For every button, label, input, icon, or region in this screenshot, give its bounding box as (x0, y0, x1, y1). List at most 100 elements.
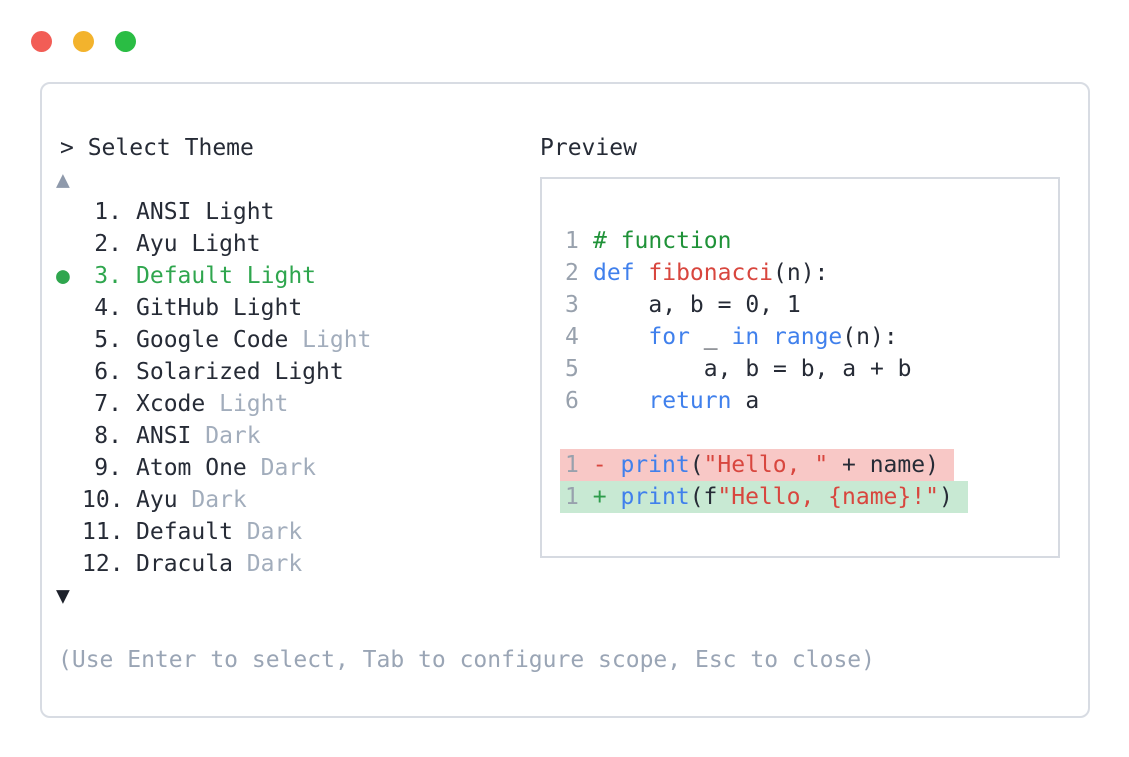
code-text: a, b = b, a + b (593, 353, 912, 385)
code-line: 2 def fibonacci(n): (565, 257, 1058, 289)
theme-option-4[interactable]: 4. GitHub Light (56, 292, 875, 324)
theme-list-column: > Select Theme ▲ 1. ANSI Light 2. Ayu Li… (56, 132, 875, 676)
minimize-button[interactable] (73, 31, 94, 52)
item-number: 9. (94, 455, 122, 481)
item-marker (56, 388, 82, 420)
code-line: 5 a, b = b, a + b (565, 353, 1058, 385)
code-text: a, b = 0, 1 (593, 289, 801, 321)
code-token: ) (938, 484, 953, 510)
item-marker (56, 420, 82, 452)
line-number: 1 (565, 452, 579, 478)
code-text: def fibonacci(n): (593, 257, 828, 289)
code-text: return a (593, 385, 759, 417)
scroll-down-icon[interactable]: ▼ (56, 583, 70, 609)
code-token: (f (689, 484, 718, 510)
line-number: 1 (565, 484, 579, 510)
maximize-button[interactable] (115, 31, 136, 52)
code-token: a (731, 388, 760, 414)
code-token: in (731, 324, 760, 350)
diff-line-removed: 1 - print("Hello, " + name) (560, 449, 1058, 481)
scroll-up-icon[interactable]: ▲ (56, 167, 70, 193)
line-number: 4 (565, 324, 579, 350)
code-token: range (773, 324, 843, 350)
code-line: 6 return a (565, 385, 1058, 417)
code-token: "Hello, " (703, 452, 829, 478)
item-label: ANSI Light (136, 199, 275, 225)
item-marker (56, 324, 82, 356)
code-token (593, 388, 648, 414)
item-number: 12. (82, 551, 124, 577)
item-number: 3. (94, 263, 122, 289)
diff-sign: - (592, 452, 607, 478)
keyboard-hint: (Use Enter to select, Tab to configure s… (58, 647, 875, 673)
code-token: for (648, 324, 690, 350)
theme-option-2[interactable]: 2. Ayu Light (56, 228, 875, 260)
code-token: print (620, 484, 690, 510)
code-token: (n): (773, 260, 829, 286)
item-number: 6. (94, 359, 122, 385)
item-label: GitHub Light (136, 295, 303, 321)
theme-option-3-selected[interactable]: ● 3. Default Light (56, 260, 875, 292)
select-theme-prompt: > Select Theme (60, 135, 254, 161)
code-token: a, b = 0, 1 (593, 292, 801, 318)
item-marker (56, 452, 82, 484)
code-token: "Hello, {name}!" (717, 484, 939, 510)
diff-sign: + (592, 484, 607, 510)
diff-highlight-removed: 1 - print("Hello, " + name) (560, 449, 954, 481)
code-token: ( (689, 452, 704, 478)
line-number: 2 (565, 260, 579, 286)
code-token: print (620, 452, 690, 478)
theme-picker-panel: > Select Theme ▲ 1. ANSI Light 2. Ayu Li… (40, 82, 1090, 718)
item-label: Default Light (136, 263, 317, 289)
close-button[interactable] (31, 31, 52, 52)
item-label: Ayu Light (136, 231, 261, 257)
item-marker (56, 292, 82, 324)
item-number: 5. (94, 327, 122, 353)
diff-line-added: 1 + print(f"Hello, {name}!") (560, 481, 1058, 513)
selected-dot-icon: ● (56, 263, 70, 289)
theme-option-1[interactable]: 1. ANSI Light (56, 196, 875, 228)
item-marker (56, 356, 82, 388)
code-text: for _ in range(n): (593, 321, 898, 353)
code-token: + name) (828, 452, 939, 478)
code-token: _ (689, 324, 732, 350)
code-token: a, b = b, a + b (593, 356, 912, 382)
item-number: 4. (94, 295, 122, 321)
item-number: 10. (82, 487, 124, 513)
item-number: 2. (94, 231, 122, 257)
line-number: 1 (565, 228, 579, 254)
code-token: (n): (842, 324, 898, 350)
item-marker (56, 548, 82, 580)
code-token (759, 324, 773, 350)
preview-title: Preview (540, 135, 637, 161)
item-marker (56, 516, 82, 548)
code-token: return (648, 388, 732, 414)
item-label: Solarized Light (136, 359, 344, 385)
line-number: 3 (565, 292, 579, 318)
theme-option-6[interactable]: 6. Solarized Light (56, 356, 875, 388)
line-number: 5 (565, 356, 579, 382)
item-marker (56, 196, 82, 228)
code-token: fibonacci (648, 260, 774, 286)
item-number: 1. (94, 199, 122, 225)
item-number: 7. (94, 391, 122, 417)
code-line: 4 for _ in range(n): (565, 321, 1058, 353)
item-marker (56, 484, 82, 516)
